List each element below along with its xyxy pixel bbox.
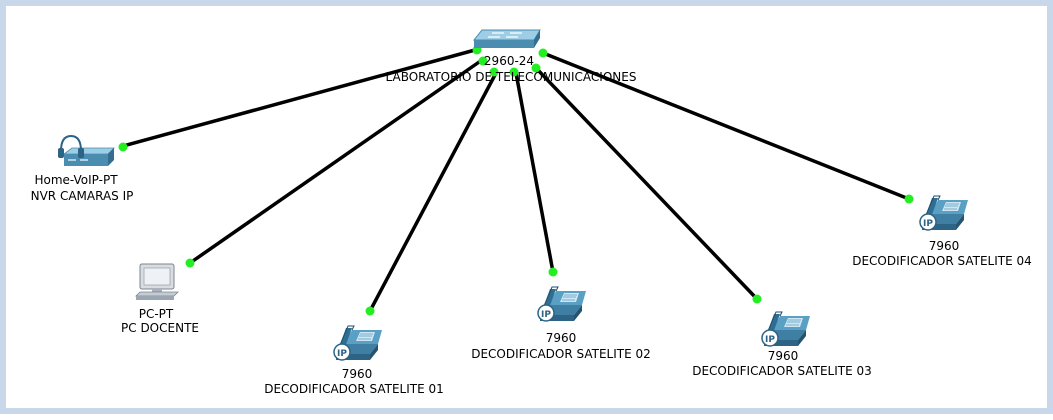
port-phone1 (365, 306, 375, 316)
phone1-device[interactable]: 7960 DECODIFICADOR SATELITE 01 (264, 325, 444, 396)
link-switch-voip[interactable] (122, 48, 476, 148)
switch-icon (472, 29, 541, 48)
port-phone3 (752, 294, 762, 304)
home-voip-device[interactable]: Home-VoIP-PT NVR CAMARAS IP (31, 134, 134, 203)
pc-model-label: PC-PT (139, 307, 174, 321)
link-switch-phone2[interactable] (514, 72, 555, 273)
link-switch-phone3[interactable] (534, 66, 759, 301)
pc-icon (135, 263, 179, 300)
port-phone2 (548, 267, 558, 277)
phone4-name-label: DECODIFICADOR SATELITE 04 (852, 254, 1032, 268)
switch-name-label: LABORATORIO DE TELECOMUNICACIONES (386, 70, 637, 84)
port-switch-phone2 (509, 67, 519, 77)
phone3-device[interactable]: 7960 DECODIFICADOR SATELITE 03 (692, 311, 872, 378)
phone2-name-label: DECODIFICADOR SATELITE 02 (471, 347, 651, 361)
phone4-device[interactable]: 7960 DECODIFICADOR SATELITE 04 (852, 195, 1032, 268)
phone1-model-label: 7960 (342, 367, 373, 381)
switch-model-label: 2960-24 (484, 54, 534, 68)
link-switch-pc[interactable] (189, 58, 483, 265)
port-indicators (118, 45, 914, 316)
port-switch-phone3 (531, 63, 541, 73)
port-pc (185, 258, 195, 268)
home-voip-name-label: NVR CAMARAS IP (31, 189, 134, 203)
pc-name-label: PC DOCENTE (121, 321, 199, 335)
link-switch-phone1[interactable] (368, 72, 498, 312)
phone3-name-label: DECODIFICADOR SATELITE 03 (692, 364, 872, 378)
port-voip (118, 142, 128, 152)
port-phone4 (904, 194, 914, 204)
port-switch-phone1 (489, 67, 499, 77)
phone1-name-label: DECODIFICADOR SATELITE 01 (264, 382, 444, 396)
port-switch-phone4 (538, 48, 548, 58)
phone4-model-label: 7960 (929, 239, 960, 253)
phone3-model-label: 7960 (768, 349, 799, 363)
home-voip-icon (58, 134, 115, 166)
ip-phone-icon (537, 286, 587, 322)
ip-phone-icon (919, 195, 969, 231)
home-voip-model-label: Home-VoIP-PT (34, 173, 118, 187)
port-switch-pc (478, 56, 488, 66)
ip-phone-icon (761, 311, 811, 347)
pc-device[interactable]: PC-PT PC DOCENTE (121, 263, 199, 335)
phone2-device[interactable]: 7960 DECODIFICADOR SATELITE 02 (471, 286, 651, 361)
phone2-model-label: 7960 (546, 331, 577, 345)
ip-phone-icon (333, 325, 383, 361)
links (122, 48, 910, 312)
switch-device[interactable]: 2960-24 LABORATORIO DE TELECOMUNICACIONE… (386, 29, 637, 84)
network-topology[interactable]: IP 2960-24 LABORATORIO DE TEL (6, 6, 1053, 420)
link-switch-phone4[interactable] (542, 51, 910, 201)
